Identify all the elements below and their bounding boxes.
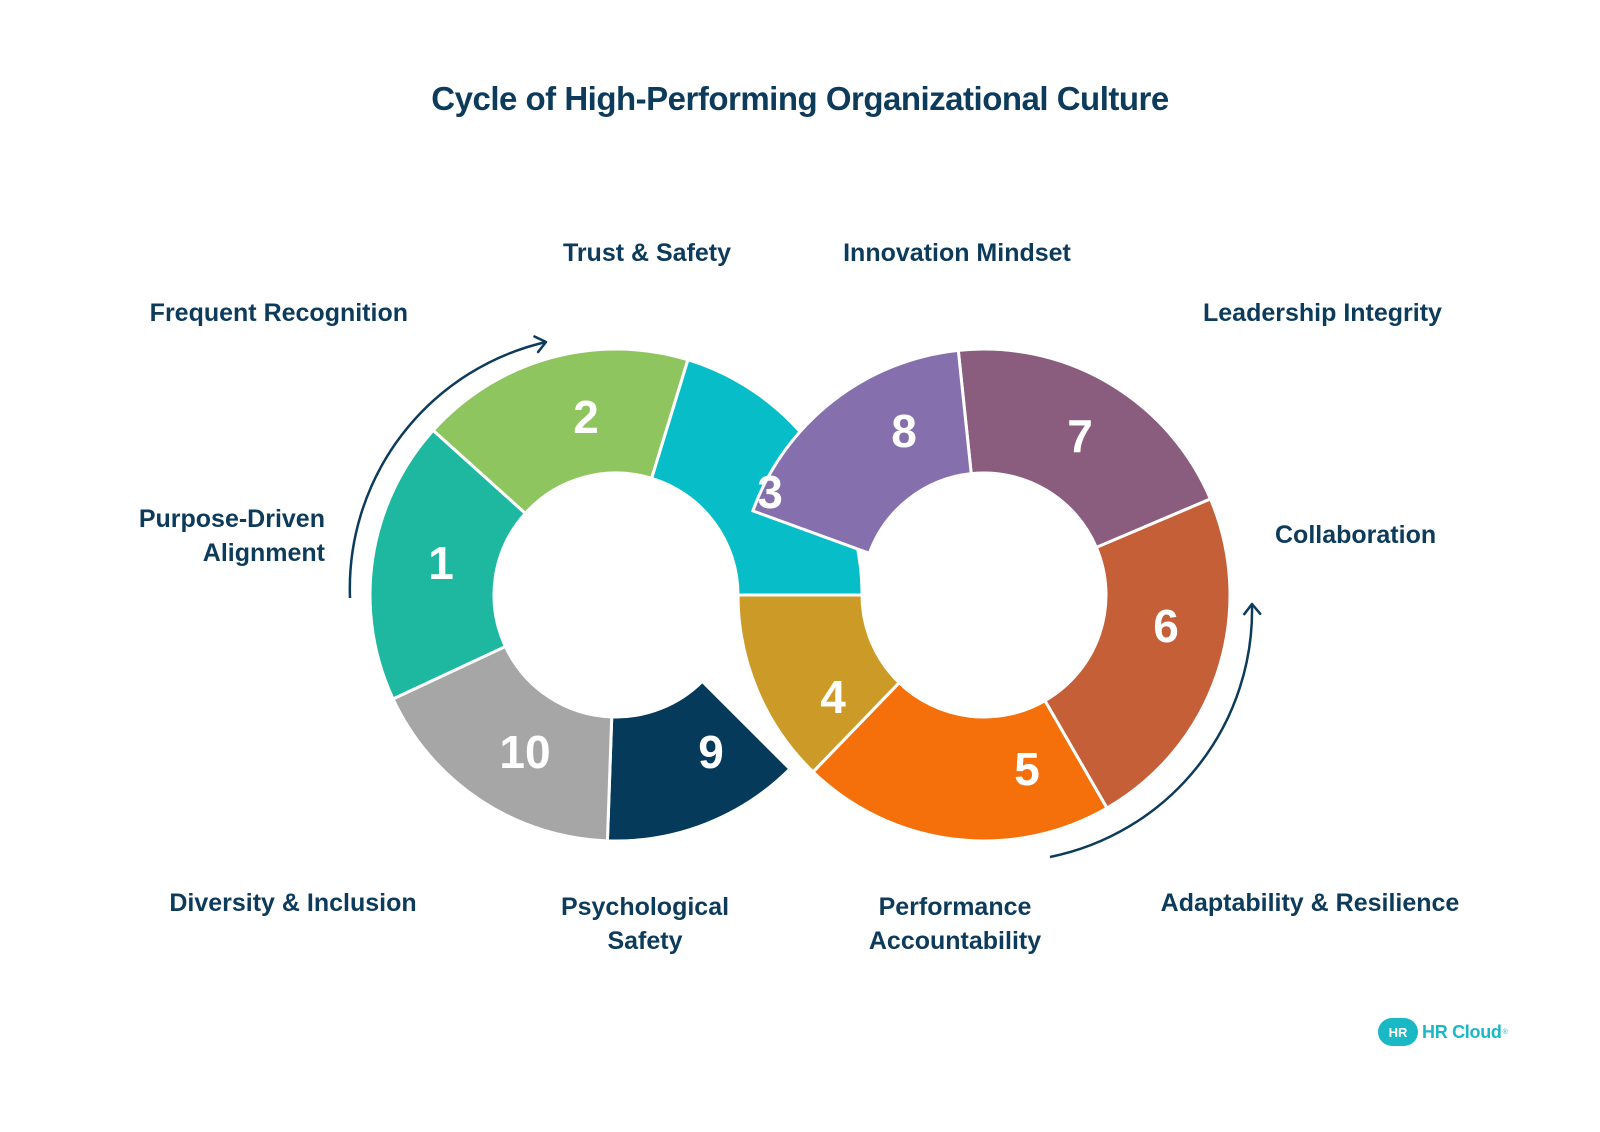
label-performance-accountability: Performance Accountability	[845, 890, 1065, 958]
label-purpose-driven-alignment: Purpose-Driven Alignment	[139, 502, 325, 570]
segment-7	[956, 347, 1213, 550]
segment-8	[750, 348, 973, 556]
segment-1	[368, 428, 528, 701]
segment-number-7: 7	[1067, 410, 1093, 462]
label-innovation-mindset: Innovation Mindset	[843, 239, 1071, 267]
label-diversity-inclusion: Diversity & Inclusion	[169, 889, 417, 917]
label-psychological-line1: Psychological	[560, 893, 730, 921]
segment-10	[391, 644, 614, 843]
label-psychological-line2: Safety	[607, 927, 683, 955]
label-frequent-recognition: Frequent Recognition	[149, 299, 408, 327]
logo-trademark: ®	[1502, 1028, 1508, 1036]
label-collaboration: Collaboration	[1275, 521, 1437, 549]
segment-numbers: 1 2 3 4 5 6 7 8 9 10	[428, 391, 1179, 795]
segment-number-2: 2	[573, 391, 599, 443]
logo-text: HR Cloud	[1422, 1021, 1502, 1042]
cycle-segments	[368, 347, 1232, 843]
cycle-arrow-left	[348, 335, 548, 599]
label-performance-line2: Accountability	[868, 927, 1042, 955]
label-psychological-safety: Psychological Safety	[545, 890, 745, 958]
segment-number-5: 5	[1014, 743, 1040, 795]
segment-3	[649, 357, 864, 597]
label-trust-safety: Trust & Safety	[562, 239, 732, 267]
segment-6	[1042, 496, 1232, 811]
label-adaptability-resilience: Adaptability & Resilience	[1160, 889, 1460, 917]
segment-2	[431, 347, 690, 516]
diagram-title: Cycle of High-Performing Organizational …	[431, 80, 1169, 117]
segment-number-9: 9	[698, 726, 724, 778]
label-purpose-line2: Alignment	[202, 539, 325, 567]
label-performance-line1: Performance	[878, 893, 1032, 921]
segment-4	[736, 593, 902, 775]
hr-cloud-logo: HR HR Cloud ®	[1378, 1018, 1508, 1046]
cycle-arrow-right	[1049, 602, 1262, 859]
label-leadership-integrity: Leadership Integrity	[1203, 299, 1442, 327]
segment-number-4: 4	[820, 671, 846, 723]
label-purpose-line1: Purpose-Driven	[138, 505, 325, 533]
segment-number-1: 1	[428, 537, 454, 589]
hr-badge-icon: HR	[1378, 1018, 1418, 1046]
segment-number-6: 6	[1153, 600, 1179, 652]
segment-number-8: 8	[891, 405, 917, 457]
segment-5	[810, 680, 1110, 843]
segment-9	[605, 679, 793, 843]
segment-number-3: 3	[757, 466, 783, 518]
segment-number-10: 10	[499, 726, 550, 778]
